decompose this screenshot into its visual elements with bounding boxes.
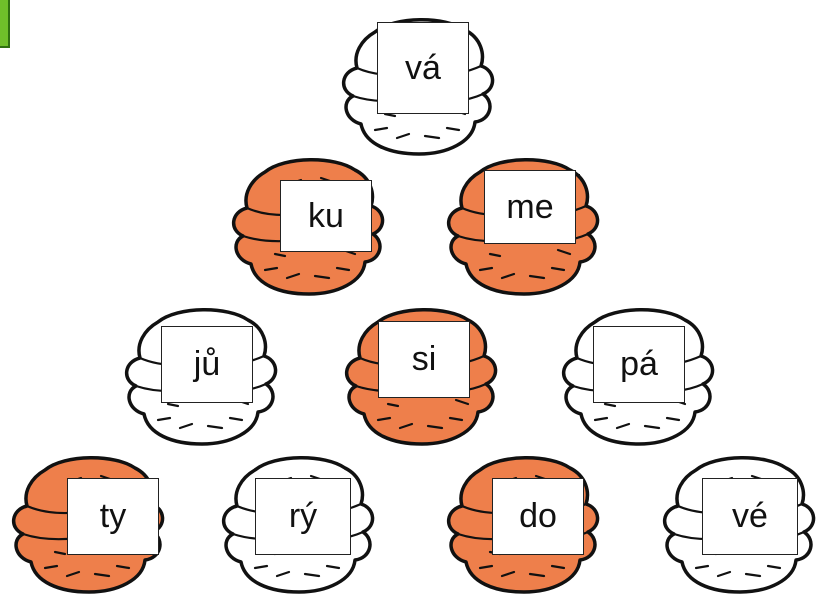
walnut-ku[interactable]: ku [225, 150, 395, 300]
walnut-ve[interactable]: vé [656, 448, 826, 598]
walnut-me[interactable]: me [440, 150, 610, 300]
walnut-ty[interactable]: ty [5, 448, 175, 598]
syllable-card[interactable]: ku [280, 180, 372, 252]
syllable-card[interactable]: jů [161, 326, 253, 403]
corner-marker [0, 0, 10, 48]
syllable-card[interactable]: ty [67, 478, 159, 555]
syllable-card[interactable]: vá [377, 22, 469, 114]
syllable-card[interactable]: pá [593, 326, 685, 403]
walnut-va[interactable]: vá [335, 10, 505, 160]
syllable-card[interactable]: si [378, 321, 470, 398]
walnut-ju[interactable]: jů [118, 300, 288, 450]
walnut-do[interactable]: do [440, 448, 610, 598]
walnut-ry[interactable]: rý [215, 448, 385, 598]
walnut-pa[interactable]: pá [555, 300, 725, 450]
syllable-card[interactable]: do [492, 478, 584, 555]
walnut-si[interactable]: si [338, 300, 508, 450]
syllable-card[interactable]: vé [702, 478, 798, 555]
syllable-card[interactable]: rý [255, 478, 351, 555]
syllable-card[interactable]: me [484, 170, 576, 244]
